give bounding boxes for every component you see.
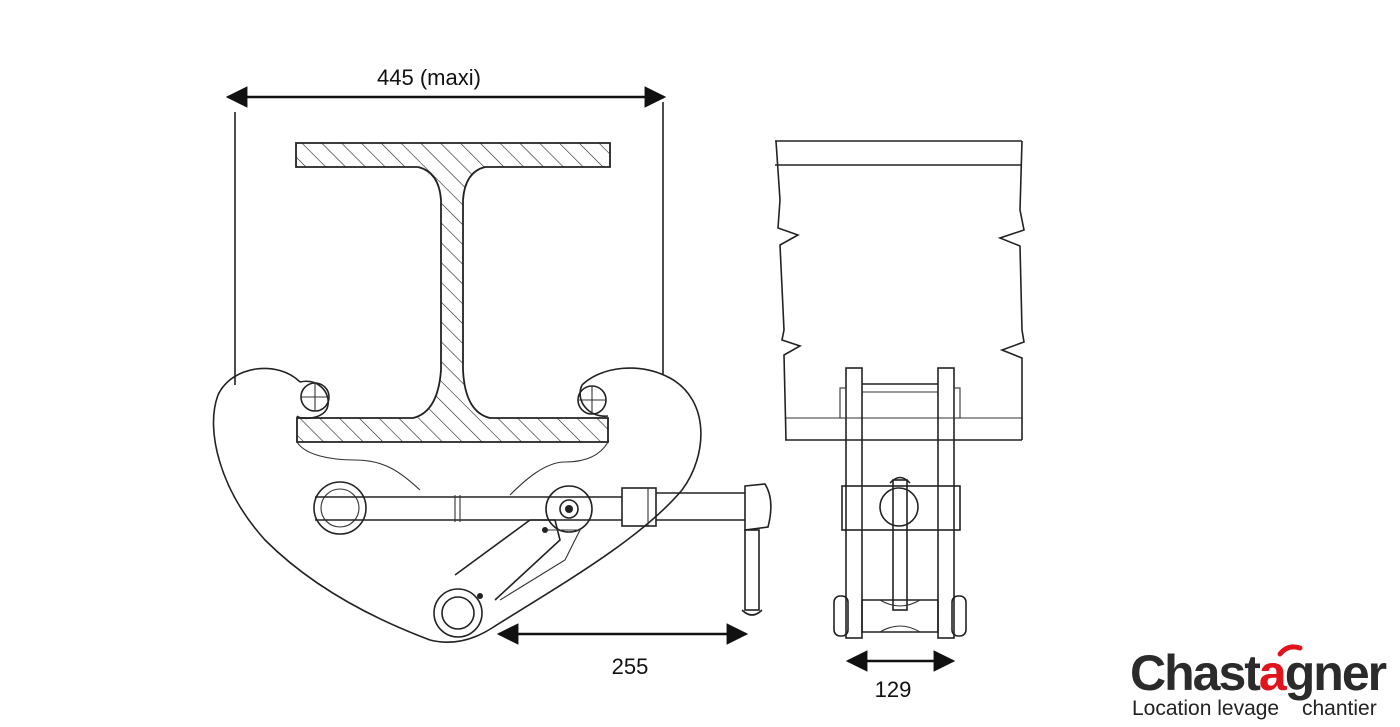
svg-text:Chastagner: Chastagner	[1130, 645, 1387, 701]
logo-brand-suffix: gner	[1285, 645, 1387, 701]
pivot-link	[433, 519, 581, 638]
side-view: 129	[775, 140, 1025, 702]
clamp-body	[212, 367, 702, 644]
i-beam-section	[295, 142, 611, 443]
spindle-assembly	[313, 481, 772, 616]
depth-dimension-label: 129	[875, 677, 912, 702]
front-view: 445 (maxi)	[212, 65, 772, 679]
logo-tagline-right: chantier	[1302, 697, 1377, 720]
width-dimension: 445 (maxi)	[225, 65, 667, 385]
logo-accent-swoosh	[1277, 644, 1303, 657]
reach-dimension: 255	[496, 623, 749, 679]
beam-side-view	[775, 140, 1025, 441]
chastagner-logo: Chastagner Location levage chantier	[1130, 644, 1389, 720]
logo-tagline-left: Location levage	[1132, 697, 1279, 720]
width-dimension-label: 445 (maxi)	[377, 65, 481, 90]
clamp-side-view	[833, 367, 967, 639]
depth-dimension: 129	[845, 650, 956, 702]
reach-dimension-label: 255	[612, 654, 649, 679]
logo-brand-prefix: Chast	[1130, 645, 1261, 701]
